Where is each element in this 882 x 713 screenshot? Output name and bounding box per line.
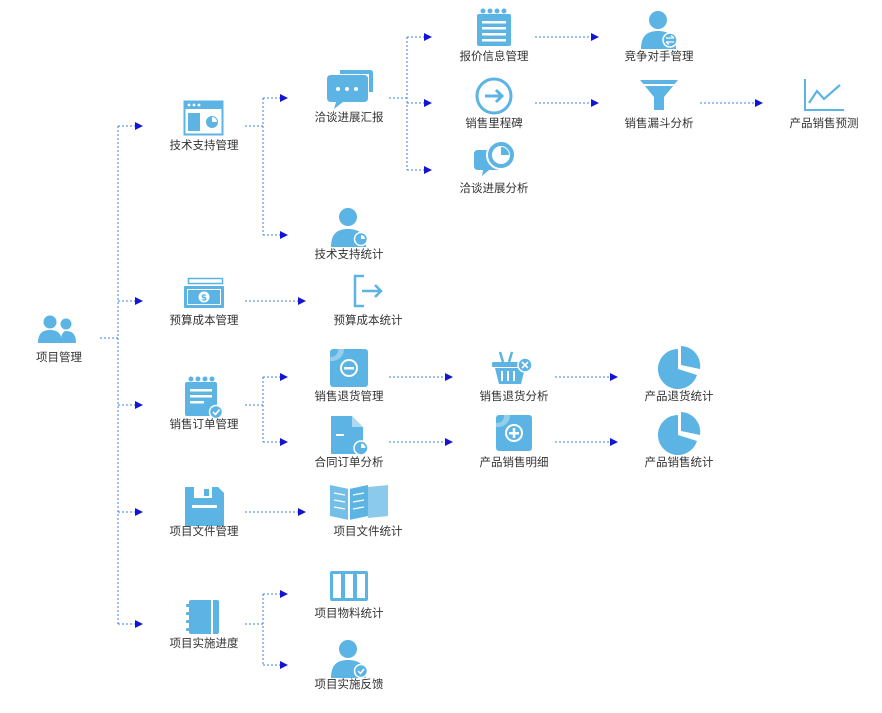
browser-chart-icon [183, 100, 224, 136]
plus-tile-icon [496, 415, 532, 451]
notepad-check-icon [185, 376, 224, 420]
chat-bubbles-icon [327, 70, 373, 109]
svg-text:$: $ [201, 294, 207, 304]
pie-chart-icon [657, 412, 701, 455]
node-label: 产品销售明细 [480, 455, 549, 469]
node-label: 合同订单分析 [315, 455, 384, 469]
node-label: 预算成本统计 [334, 313, 403, 327]
notebook-icon [186, 600, 219, 634]
node-project-material-statistics[interactable]: 项目物料统计 [315, 571, 384, 620]
node-label: 销售退货分析 [480, 389, 549, 403]
node-negotiation-analysis[interactable]: 洽谈进展分析 [460, 140, 529, 195]
node-label: 项目文件统计 [334, 524, 403, 538]
node-label: 洽谈进展分析 [460, 181, 529, 195]
node-label: 项目文件管理 [170, 524, 239, 538]
node-product-sales-forecast[interactable]: 产品销售预测 [790, 79, 859, 130]
node-project-management[interactable]: 项目管理 [36, 315, 82, 365]
node-competitor-management[interactable]: 竞争对手管理 [625, 11, 694, 63]
node-label: 产品销售预测 [790, 116, 859, 130]
notepad-icon [477, 8, 511, 46]
node-contract-order-analysis[interactable]: 合同订单分析 [315, 416, 384, 469]
node-label: 竞争对手管理 [625, 49, 694, 63]
node-budget-cost-management[interactable]: $ 预算成本管理 [170, 277, 239, 328]
users-icon [38, 315, 76, 343]
node-label: 预算成本管理 [170, 313, 239, 327]
node-label: 项目管理 [36, 350, 82, 364]
node-label: 销售订单管理 [170, 417, 239, 431]
node-project-document-management[interactable]: 项目文件管理 [170, 487, 239, 538]
node-label: 销售里程碑 [465, 116, 523, 130]
node-label: 洽谈进展汇报 [315, 110, 384, 124]
node-sales-order-management[interactable]: 销售订单管理 [170, 376, 239, 432]
money-icon: $ [184, 277, 224, 308]
open-book-icon [330, 485, 388, 520]
node-label: 产品销售统计 [645, 455, 714, 469]
node-label: 技术支持统计 [315, 247, 384, 261]
node-project-document-statistics[interactable]: 项目文件统计 [330, 485, 403, 538]
minus-tile-icon [330, 349, 368, 387]
node-label: 技术支持管理 [170, 138, 239, 152]
node-sales-return-management[interactable]: 销售退货管理 [315, 349, 384, 403]
document-chart-icon [331, 416, 369, 456]
node-quote-info-management[interactable]: 报价信息管理 [460, 8, 529, 64]
user-pie-icon [331, 208, 369, 247]
funnel-icon [640, 80, 678, 110]
node-product-sales-detail[interactable]: 产品销售明细 [480, 415, 549, 469]
node-label: 产品退货统计 [645, 389, 714, 403]
node-label: 销售退货管理 [315, 389, 384, 403]
node-product-return-statistics[interactable]: 产品退货统计 [645, 346, 714, 403]
node-label: 项目实施进度 [170, 636, 239, 650]
exit-arrow-icon [353, 274, 383, 308]
node-label: 销售漏斗分析 [625, 116, 694, 130]
node-sales-funnel-analysis[interactable]: 销售漏斗分析 [625, 80, 694, 130]
user-check-icon [331, 640, 369, 679]
user-exchange-icon [641, 11, 678, 49]
node-label: 报价信息管理 [460, 49, 529, 63]
arrow-circle-icon [475, 77, 513, 115]
columns-icon [330, 571, 368, 601]
node-negotiation-report[interactable]: 洽谈进展汇报 [315, 70, 384, 124]
node-tech-support-management[interactable]: 技术支持管理 [170, 100, 239, 152]
node-product-sales-statistics[interactable]: 产品销售统计 [645, 412, 714, 469]
node-budget-cost-statistics[interactable]: 预算成本统计 [334, 274, 403, 327]
pie-chart-icon [657, 346, 701, 389]
chat-pie-icon [474, 140, 516, 176]
line-chart-icon [804, 79, 844, 111]
node-tech-support-statistics[interactable]: 技术支持统计 [315, 208, 384, 261]
node-sales-return-analysis[interactable]: 销售退货分析 [480, 351, 549, 403]
node-label: 项目实施反馈 [315, 677, 384, 691]
connectors [100, 33, 763, 669]
node-project-implementation-feedback[interactable]: 项目实施反馈 [315, 640, 384, 691]
floppy-disk-icon [185, 487, 224, 526]
node-label: 项目物料统计 [315, 606, 384, 620]
node-sales-milestone[interactable]: 销售里程碑 [465, 77, 523, 130]
node-project-implementation-progress[interactable]: 项目实施进度 [170, 600, 239, 650]
basket-remove-icon [492, 351, 533, 384]
